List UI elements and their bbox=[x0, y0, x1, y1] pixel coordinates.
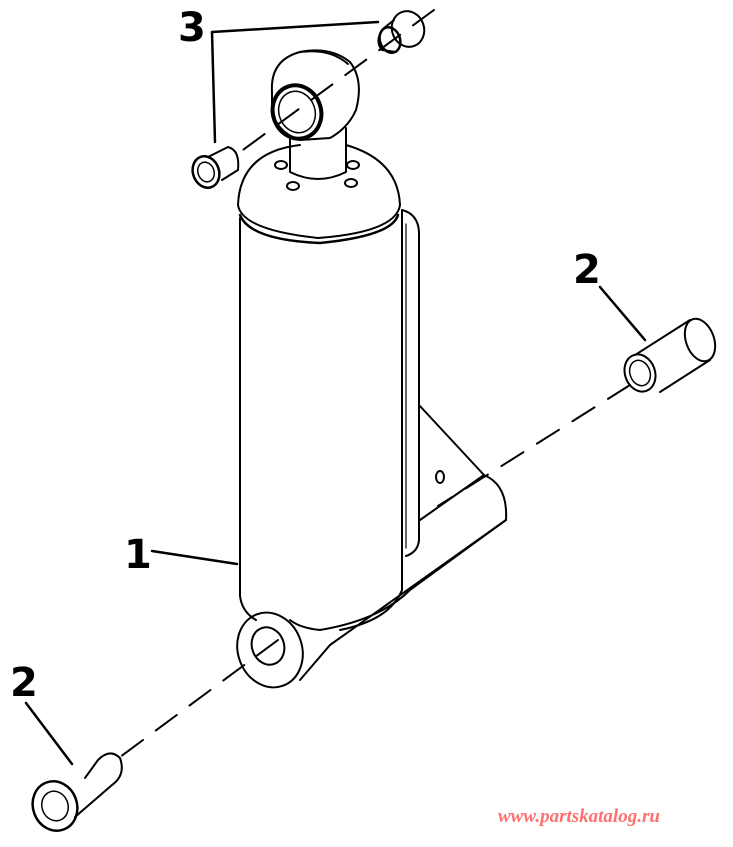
bottom-mount bbox=[236, 404, 508, 689]
bushing-top-right bbox=[377, 10, 426, 54]
callout-3: 3 bbox=[178, 5, 206, 51]
rod-eyelet bbox=[270, 49, 360, 180]
bushing-bottom-left bbox=[31, 752, 123, 832]
callout-1: 1 bbox=[124, 532, 152, 578]
leader-lines bbox=[24, 20, 647, 766]
cylinder-barrel bbox=[239, 209, 420, 621]
bushing-top-left bbox=[191, 146, 240, 189]
callout-2-bottom: 2 bbox=[10, 660, 38, 706]
cylinder-top-cap bbox=[237, 144, 401, 245]
center-lines bbox=[115, 9, 631, 761]
callout-2-right: 2 bbox=[573, 247, 601, 293]
watermark-url: www.partskatalog.ru bbox=[498, 806, 660, 827]
bushing-right bbox=[623, 317, 717, 393]
